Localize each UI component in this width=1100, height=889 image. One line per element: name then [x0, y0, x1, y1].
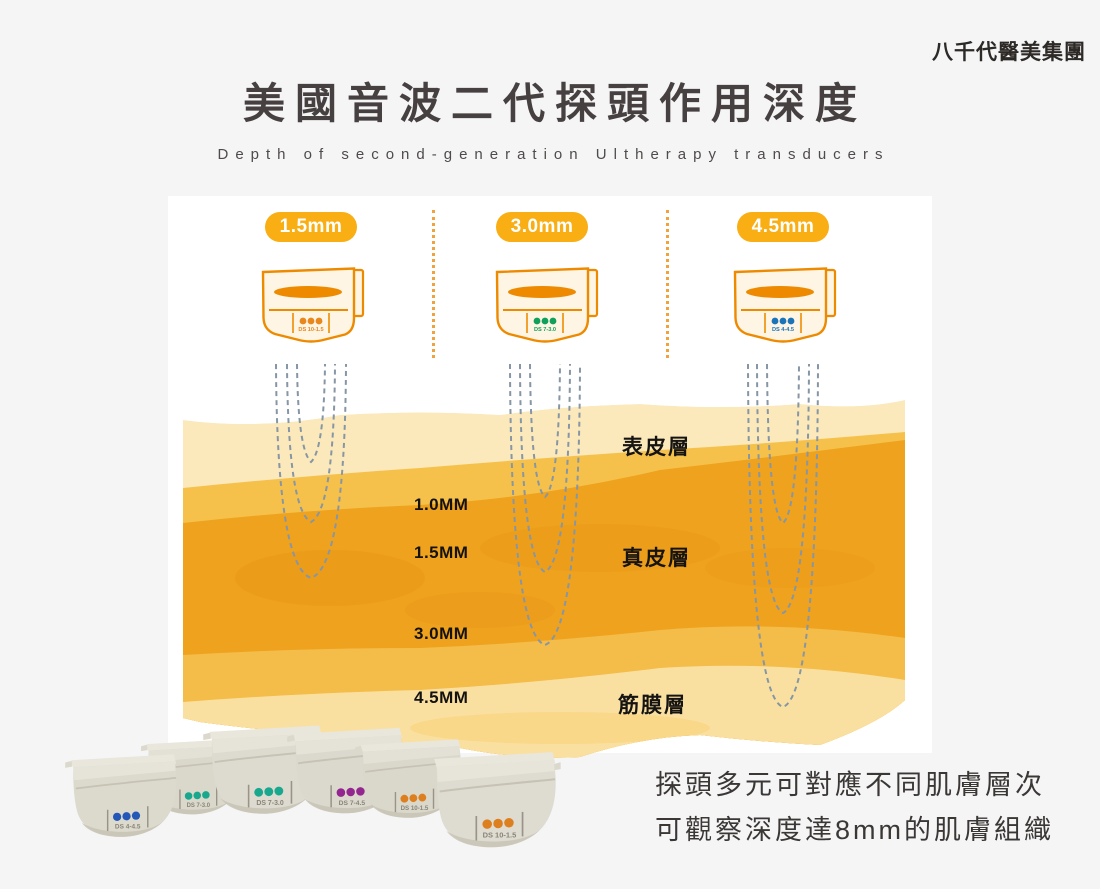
transducer-body: [495, 267, 590, 343]
device-code-label: DS 10-1.5: [298, 327, 323, 333]
device-marker: DS 4-4.5: [106, 806, 149, 831]
column-separator-icon: [432, 210, 435, 358]
depth-badge-4-5mm: 4.5mm: [737, 212, 829, 242]
transducer-body: [261, 267, 356, 343]
marker-dots: DS 10-1.5: [292, 313, 330, 333]
page-title: 美國音波二代探頭作用深度: [242, 80, 867, 127]
layer-label-epidermis: 表皮層: [622, 436, 691, 459]
layer-label-dermis: 真皮層: [622, 547, 691, 570]
column-separator-icon: [666, 210, 669, 358]
depth-badge-1-5mm: 1.5mm: [265, 212, 357, 242]
transducer-icon: DS 10-1.5: [261, 267, 365, 343]
photo-transducer: DS 4-4.5: [65, 754, 177, 837]
marker-dots: DS 7-3.0: [526, 313, 564, 333]
device-code-label: DS 7-3.0: [256, 800, 283, 807]
device-marker: DS 7-3.0: [179, 786, 218, 809]
marker-dots: DS 4-4.5: [764, 313, 802, 333]
depth-marker-4-5mm: 4.5MM: [414, 688, 469, 707]
page-subtitle: Depth of second-generation Ultherapy tra…: [217, 146, 890, 163]
device-marker: DS 10-1.5: [475, 811, 524, 841]
device-marker: DS 10-1.5: [394, 788, 435, 813]
emitter-lens: [274, 286, 342, 298]
device-code-label: DS 10-1.5: [401, 805, 429, 812]
device-code-label: DS 7-3.0: [187, 803, 211, 809]
footer-note-line2: 可觀察深度達8mm的肌膚組織: [655, 815, 1054, 845]
layer-label-fascia: 筋膜層: [618, 694, 687, 717]
footer-note-line1: 探頭多元可對應不同肌膚層次: [655, 770, 1045, 800]
depth-marker-1-5mm: 1.5MM: [414, 543, 469, 562]
device-code-label: DS 4-4.5: [115, 824, 141, 831]
brand-name: 八千代醫美集團: [932, 40, 1086, 64]
device-code-label: DS 7-4.5: [339, 800, 366, 807]
transducer-body: [733, 267, 828, 343]
device-code-label: DS 10-1.5: [483, 831, 517, 840]
device-marker: DS 7-3.0: [247, 780, 293, 808]
transducer-icon: DS 4-4.5: [733, 267, 837, 343]
photo-transducer: DS 10-1.5: [434, 752, 561, 848]
depth-marker-3-0mm: 3.0MM: [414, 624, 469, 643]
device-code-label: DS 7-3.0: [534, 327, 556, 333]
emitter-lens: [746, 286, 814, 298]
transducer-icon: DS 7-3.0: [495, 267, 599, 343]
depth-badge-3-0mm: 3.0mm: [496, 212, 588, 242]
depth-marker-1-0mm: 1.0MM: [414, 495, 469, 514]
device-code-label: DS 4-4.5: [772, 327, 794, 333]
emitter-lens: [508, 286, 576, 298]
